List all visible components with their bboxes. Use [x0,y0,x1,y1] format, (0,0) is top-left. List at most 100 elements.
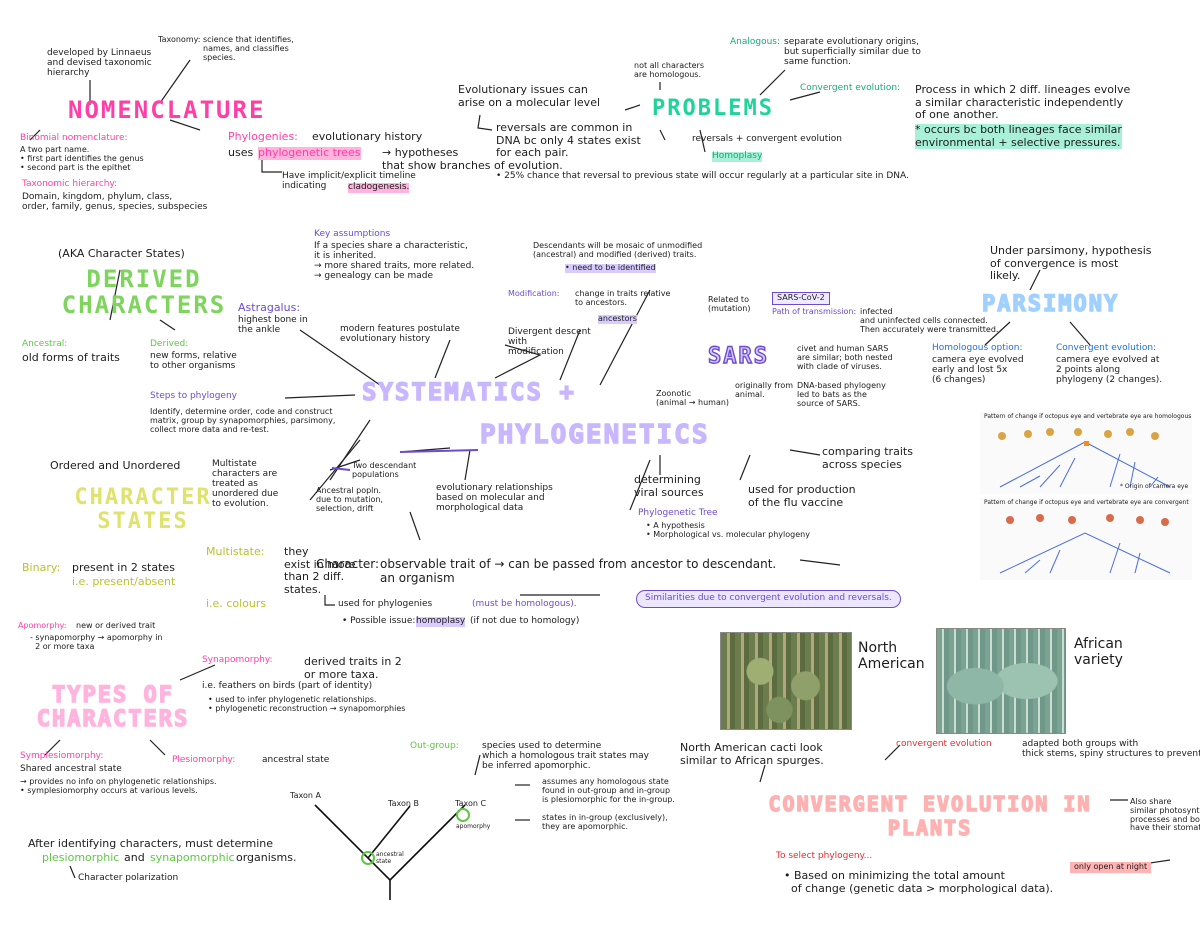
after-identifying: After identifying characters, must deter… [28,837,274,850]
convergent-figure-caption: Pattern of change if octopus eye and ver… [984,499,1189,506]
convergent-evo-text: Process in which 2 diff. lineages evolve… [915,83,1131,122]
two-descendant: Two descendant populations [352,461,417,479]
binomial-label: Binomial nomenclature: [20,133,128,143]
cacti-similar: North American cacti look similar to Afr… [680,741,824,767]
taxon-a: Taxon A [290,791,321,800]
homoplasy-center-term: homoplasy [416,616,466,627]
possible-issue: • Possible issue: [342,616,416,626]
parsimony-title: PARSIMONY [981,291,1120,317]
african-variety-label: African variety [1074,636,1123,669]
ordered-unordered: Ordered and Unordered [50,459,181,472]
reversals-text: reversals are common in DNA bc only 4 st… [496,121,641,160]
homologous-option-text: camera eye evolved early and lost 5x (6 … [932,355,1024,385]
plesiomorphy-label: Plesiomorphy: [172,755,236,765]
hierarchy-text: Domain, kingdom, phylum, class, order, f… [22,192,208,212]
phylogenetic-trees-term: phylogenetic trees [258,146,361,160]
plesiomorphic-word: plesiomorphic [42,851,120,864]
african-spurge-photo [936,628,1066,734]
ancestral-population: Ancestral popln. due to mutation, select… [316,486,383,513]
phylogenetics-title: PHYLOGENETICS [479,419,710,450]
outgroup-label: Out-group: [410,741,459,751]
linnaeus-note: developed by Linnaeus and devised taxono… [47,48,152,78]
reversal-chance: • 25% chance that reversal to previous s… [496,171,909,181]
reversals-convergent: reversals + convergent evolution [692,134,842,144]
uses-word: uses [228,146,254,159]
apomorphy-sub: - synapomorphy → apomorphy in 2 or more … [30,633,163,651]
synapomorphy-text: derived traits in 2 or more taxa. [304,655,402,681]
multistate-example: i.e. colours [206,597,267,610]
transmission-text: infected and uninfected cells connected.… [860,307,999,334]
sars-cov-2-box: SARS-CoV-2 [772,292,830,305]
binary-example: i.e. present/absent [72,575,176,588]
under-parsimony: Under parsimony, hypothesis of convergen… [990,244,1152,283]
convergent-evo-label: Convergent evolution: [800,83,901,93]
transmission-label: Path of transmission: [772,307,857,316]
binary-text: present in 2 states [72,561,175,574]
symplesiomorphy-label: Symplesiomorphy: [20,751,104,761]
north-american-cactus-photo [720,632,852,730]
key-assumptions-text: If a species share a characteristic, it … [314,241,475,281]
north-american-label: North American [858,640,925,673]
types-title: TYPES OF CHARACTERS [36,683,190,732]
taxon-c: Taxon C [455,799,487,808]
tree-text: • A hypothesis • Morphological vs. molec… [646,521,810,539]
homologous-figure-caption: Pattern of change if octopus eye and ver… [984,413,1192,420]
derived-label: Derived: [150,339,189,349]
apomorphy-label: Apomorphy: [18,621,67,630]
taxonomy-text: science that identifies, names, and clas… [203,35,294,62]
homologous-tree-figure: Pattern of change if octopus eye and ver… [980,412,1192,494]
ancestral-state-label: ancestral state [376,851,404,865]
convergent-plants-title: CONVERGENT EVOLUTION IN PLANTS [768,791,1092,840]
taxon-b: Taxon B [388,799,419,808]
originally-animal: originally from animal. [735,381,794,399]
character-label: Character: [316,557,380,571]
ancestral-label: Ancestral: [22,339,68,349]
steps-label: Steps to phylogeny [150,391,237,401]
sars-title: SARS [707,343,769,369]
related-to: Related to (mutation) [708,295,751,313]
character-states-title: CHARACTER STATES [74,485,212,534]
analogous-text: separate evolutionary origins, but super… [784,37,921,67]
synapomorphy-label: Synapomorphy: [202,655,273,665]
character-polarization: Character polarization [78,873,179,883]
homologous-option-label: Homologous option: [932,343,1023,353]
also-share: Also share similar photosynthetic proces… [1130,797,1200,833]
used-for-phylogenies: used for phylogenies [338,599,433,609]
dna-phylogeny-text: DNA-based phylogeny led to bats as the s… [797,381,886,408]
steps-text: Identify, determine order, code and cons… [150,407,336,434]
binary-label: Binary: [22,561,61,574]
nomenclature-title: NOMENCLATURE [68,96,266,124]
organisms-word: organisms. [236,851,297,864]
modification-label: Modification: [508,289,560,298]
synapomorphy-example: i.e. feathers on birds (part of identity… [202,681,373,691]
symplesiomorphy-sub: → provides no info on phylogenetic relat… [20,777,217,795]
hierarchy-label: Taxonomic hierarchy: [22,179,118,189]
molecular-issues: Evolutionary issues can arise on a molec… [458,83,601,109]
timeline-text: Have implicit/explicit timeline indicati… [282,171,416,191]
homoplasy-term: Homoplasy [712,151,763,162]
synapomorphic-word: synapomorphic [150,851,235,864]
must-be-homologous: (must be homologous). [472,599,577,609]
modification-text: change in traits relative to ancestors. [575,289,671,307]
astragalus-text: highest bone in the ankle [238,315,308,335]
aka-note: (AKA Character States) [58,247,185,260]
modern-features: modern features postulate evolutionary h… [340,324,460,344]
zoonotic-text: Zoonotic (animal → human) [656,389,730,407]
symplesiomorphy-text: Shared ancestral state [20,764,122,774]
only-open-at-night: only open at night [1070,862,1152,873]
hypotheses-text: → hypotheses that show branches of evolu… [382,146,563,172]
ancestral-text: old forms of traits [22,351,120,364]
astragalus-label: Astragalus: [238,301,301,314]
cladogenesis-term: cladogenesis. [348,182,410,193]
apomorphy-small-label: apomorphy [456,823,491,830]
flu-vaccine: used for production of the flu vaccine [748,483,856,509]
select-phylogeny: To select phylogeny... [776,851,873,861]
convergent-tree-figure: Pattern of change if octopus eye and ver… [980,498,1192,580]
phylogenies-text: evolutionary history [312,130,423,143]
binomial-text: A two part name. • first part identifies… [20,145,144,172]
outgroup-text: species used to determine which a homolo… [482,741,650,771]
occurs-note: * occurs bc both lineages face similar e… [915,123,1122,150]
similarities-note: Similarities due to convergent evolution… [636,590,901,608]
ancestors-term: ancestors [598,314,637,324]
